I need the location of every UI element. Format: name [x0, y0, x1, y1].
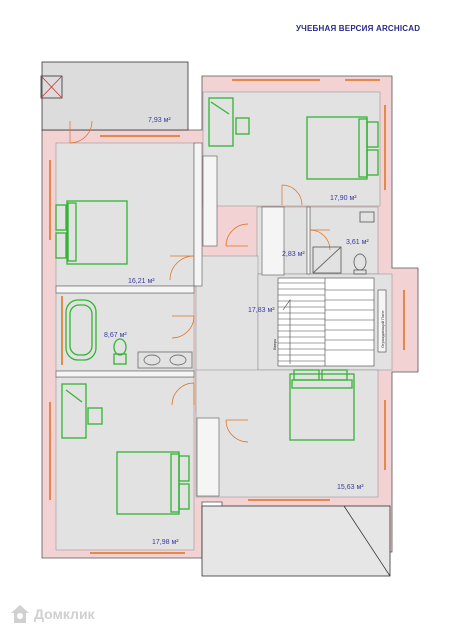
- archicad-header: УЧЕБНАЯ ВЕРСИЯ ARCHICAD: [296, 24, 421, 33]
- toilet-small-icon: [353, 253, 367, 275]
- doors: [69, 120, 331, 443]
- bed-lower-right-icon: [289, 369, 355, 441]
- bedroom-upper-left-fill: [55, 142, 195, 287]
- watermark-text: Домклик: [34, 606, 95, 622]
- sink-small-icon: [359, 211, 375, 223]
- balcony-fill: [41, 61, 189, 131]
- furniture: [55, 97, 379, 515]
- room-area-bedroom-lower-left: 17,98 м²: [152, 539, 179, 546]
- windows: [49, 79, 405, 554]
- partition-4: [202, 155, 218, 247]
- house-logo-icon: [11, 605, 29, 623]
- room-area-bathroom: 8,67 м²: [104, 332, 127, 339]
- room-area-bedroom-upper-left: 16,21 м²: [128, 278, 155, 285]
- partition-1: [193, 142, 203, 287]
- shower-icon: [312, 246, 342, 274]
- room-area-bedroom-lower-right: 15,63 м²: [337, 484, 364, 491]
- stair-label-railing: Ограждающий Пане: [380, 310, 385, 348]
- stair-label-up: Вверх: [272, 339, 277, 350]
- staircase: [277, 277, 387, 367]
- room-area-bath-small: 3,61 м²: [346, 239, 369, 246]
- partition-6: [261, 206, 285, 276]
- room-area-balcony: 7,93 м²: [148, 117, 171, 124]
- bath-small-fill: [309, 206, 379, 275]
- domclick-watermark: Домклик: [10, 604, 95, 624]
- toilet-bathroom-icon: [113, 338, 127, 365]
- partition-7: [306, 206, 311, 275]
- desk-lower-left-icon: [61, 383, 103, 439]
- bed-lower-left-icon: [116, 451, 190, 515]
- bedroom-lower-left-fill: [55, 376, 195, 551]
- terrace-fill: [201, 505, 391, 577]
- bedroom-top-right-fill: [202, 91, 381, 207]
- partition-walls: [55, 142, 311, 497]
- partition-2: [55, 285, 195, 294]
- room-area-wc: 2,83 м²: [282, 251, 305, 258]
- room-area-bedroom-top-right: 17,90 м²: [330, 195, 357, 202]
- room-area-hall: 17,83 м²: [248, 307, 275, 314]
- room-labels: 7,93 м² 17,90 м² 16,21 м² 2,83 м² 3,61 м…: [104, 117, 369, 546]
- bed-top-right-icon: [306, 116, 379, 180]
- bathtub-icon: [65, 299, 97, 361]
- bed-upper-left-icon: [55, 200, 128, 265]
- double-sink-icon: [137, 351, 193, 369]
- terrace-diagonal: [343, 505, 391, 577]
- chimney-icon: [40, 75, 63, 99]
- desk-top-right-icon: [208, 97, 250, 147]
- partition-5: [196, 417, 220, 497]
- partition-3: [55, 370, 195, 378]
- bedroom-lower-right-fill: [195, 369, 379, 498]
